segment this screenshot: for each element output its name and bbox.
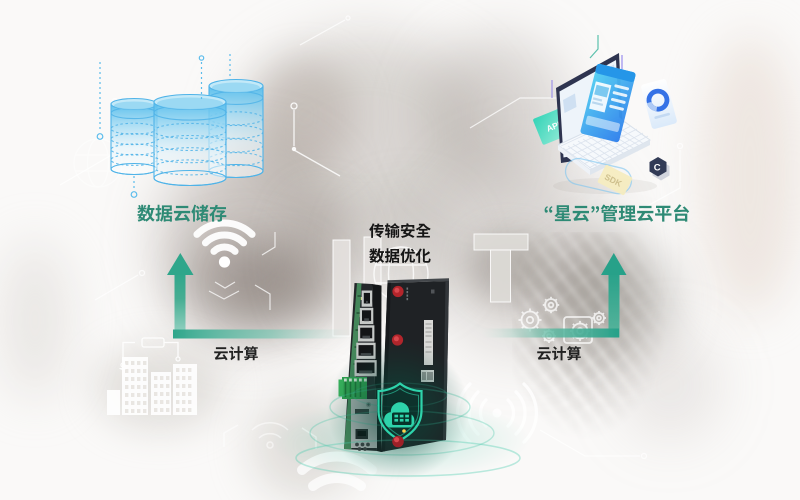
svg-text:C: C (654, 163, 661, 174)
svg-text:API: API (545, 119, 562, 134)
